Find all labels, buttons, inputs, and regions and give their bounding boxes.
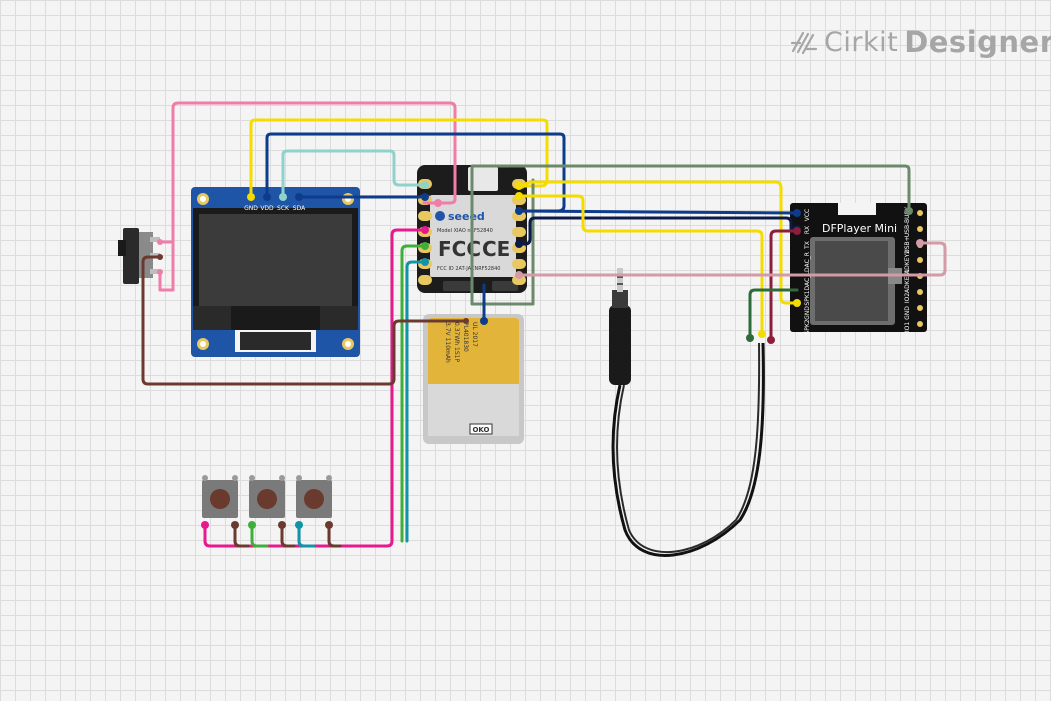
xiao-ce-mark: CE <box>482 237 510 261</box>
wire-dark-navy-tx[interactable] <box>517 216 799 246</box>
battery-label-4: UL 2017 <box>471 322 478 347</box>
dfplayer-title: DFPlayer Mini <box>822 222 897 235</box>
wire-yellow-spk[interactable] <box>517 194 764 336</box>
push-button-2[interactable] <box>249 475 285 518</box>
wire-brown-btn2[interactable] <box>280 523 296 548</box>
wire-magenta-btn1[interactable] <box>203 228 426 548</box>
seeed-logo-icon <box>435 211 445 221</box>
dfplayer-pin-usb-plus: USB+ <box>904 236 911 253</box>
wire-brown-btn3[interactable] <box>327 523 342 548</box>
oled-pin-sda: SDA <box>293 205 306 212</box>
dfplayer-pin-vcc: VCC <box>804 209 811 221</box>
xiao-fcc-id: FCC ID 2AT-JACNRF52840 <box>437 266 500 272</box>
battery-label-1: 3.7V 110mAh <box>444 322 451 363</box>
wire-yellow-oled-gnd[interactable] <box>249 118 549 199</box>
xiao-fcc-mark: FCC <box>438 237 481 261</box>
oled-display[interactable]: GND VDD SCK SDA <box>191 187 360 357</box>
oled-pin-gnd: GND <box>244 205 258 212</box>
xiao-brand: seeed <box>448 210 485 223</box>
dfplayer-pin-tx: TX <box>804 241 811 250</box>
battery-tag: OKO <box>472 426 489 434</box>
dfplayer-pin-io2: IO2 <box>904 293 911 303</box>
dfplayer-pin-io1: IO1 <box>904 322 911 332</box>
wire-endpoints <box>157 181 924 529</box>
oled-pin-sck: SCK <box>277 205 290 212</box>
dfplayer-pin-gnd-left: GND <box>804 306 811 320</box>
wire-dark-green-gnd[interactable] <box>748 288 799 340</box>
push-button-1[interactable] <box>202 475 238 518</box>
wire-teal-btn3[interactable] <box>297 260 426 548</box>
lipo-battery[interactable]: 3.7V 110mAh 0.37Wh 1S1P PL401830 UL 2017… <box>423 314 524 444</box>
wire-yellow-vcc[interactable] <box>519 180 799 305</box>
brand-name-cirkit: Cirkit <box>824 26 899 58</box>
wire-brown-btn1[interactable] <box>233 523 250 548</box>
cirkit-pinwheel-icon <box>790 31 818 55</box>
wire-pink-switch-loop[interactable] <box>158 238 175 292</box>
dfplayer-pin-adkey2: ADKEY2 <box>904 250 911 274</box>
push-button-3[interactable] <box>296 475 332 518</box>
dfplayer-pin-dac-l: DAC_L <box>804 271 811 291</box>
dfplayer-mini-module[interactable]: DFPlayer Mini VCC RX TX DAC_R DAC_L SPK1… <box>790 203 927 335</box>
wire-sage-gnd[interactable] <box>470 164 911 306</box>
dfplayer-pin-gnd-right: GND <box>904 306 911 320</box>
wire-pink-switch[interactable] <box>158 101 457 244</box>
dfplayer-pin-spk1: SPK1 <box>804 290 811 305</box>
dfplayer-pin-rx: RX <box>804 226 811 234</box>
wire-teal-oled-sck[interactable] <box>281 149 426 199</box>
wires <box>141 101 947 548</box>
dfplayer-pin-dac-r: DAC_R <box>804 252 811 272</box>
dfplayer-pin-busy: BUSY <box>904 207 911 223</box>
dfplayer-pin-spk2: SPK2 <box>804 319 811 334</box>
oled-pin-vdd: VDD <box>260 205 274 212</box>
battery-label-3: PL401830 <box>462 322 469 352</box>
battery-label-2: 0.37Wh 1S1P <box>453 322 460 362</box>
wire-brown-ground[interactable] <box>141 255 468 386</box>
cirkit-designer-logo: Cirkit Designer <box>790 22 1051 62</box>
dfplayer-pin-usb-minus: USB- <box>904 223 911 237</box>
dfplayer-pin-adkey1: ADKEY1 <box>904 269 911 293</box>
brand-name-designer: Designer <box>904 25 1051 59</box>
wire-mauve-busy[interactable] <box>517 241 947 277</box>
audio-jack-cable[interactable] <box>609 268 765 557</box>
wire-maroon-spk2[interactable] <box>769 229 799 342</box>
wire-navy-rx[interactable] <box>517 209 799 215</box>
xiao-model: Model XIAO nRF52840 <box>437 228 493 234</box>
wire-green-btn2[interactable] <box>250 244 426 548</box>
